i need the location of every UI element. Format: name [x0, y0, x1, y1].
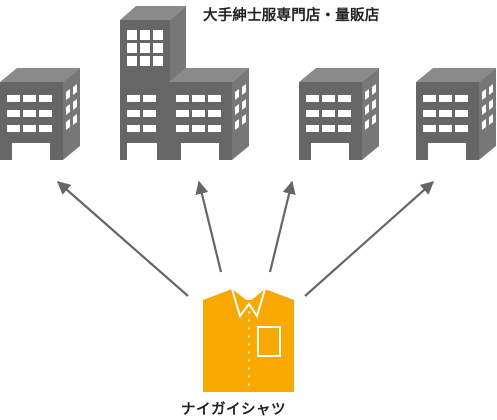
- store-building-icon: [169, 68, 249, 160]
- store-building-icon: [416, 68, 496, 160]
- store-building-icon: [0, 68, 80, 160]
- arrow: [57, 181, 189, 297]
- shirt-icon: [203, 288, 294, 393]
- arrow: [268, 180, 296, 273]
- arrow: [195, 180, 223, 273]
- store-category-label: 大手紳士服専門店・量販店: [203, 8, 380, 24]
- arrow: [304, 181, 434, 297]
- store-building-icon: [299, 68, 379, 160]
- maker-name-label: ナイガイシャツ: [181, 402, 286, 418]
